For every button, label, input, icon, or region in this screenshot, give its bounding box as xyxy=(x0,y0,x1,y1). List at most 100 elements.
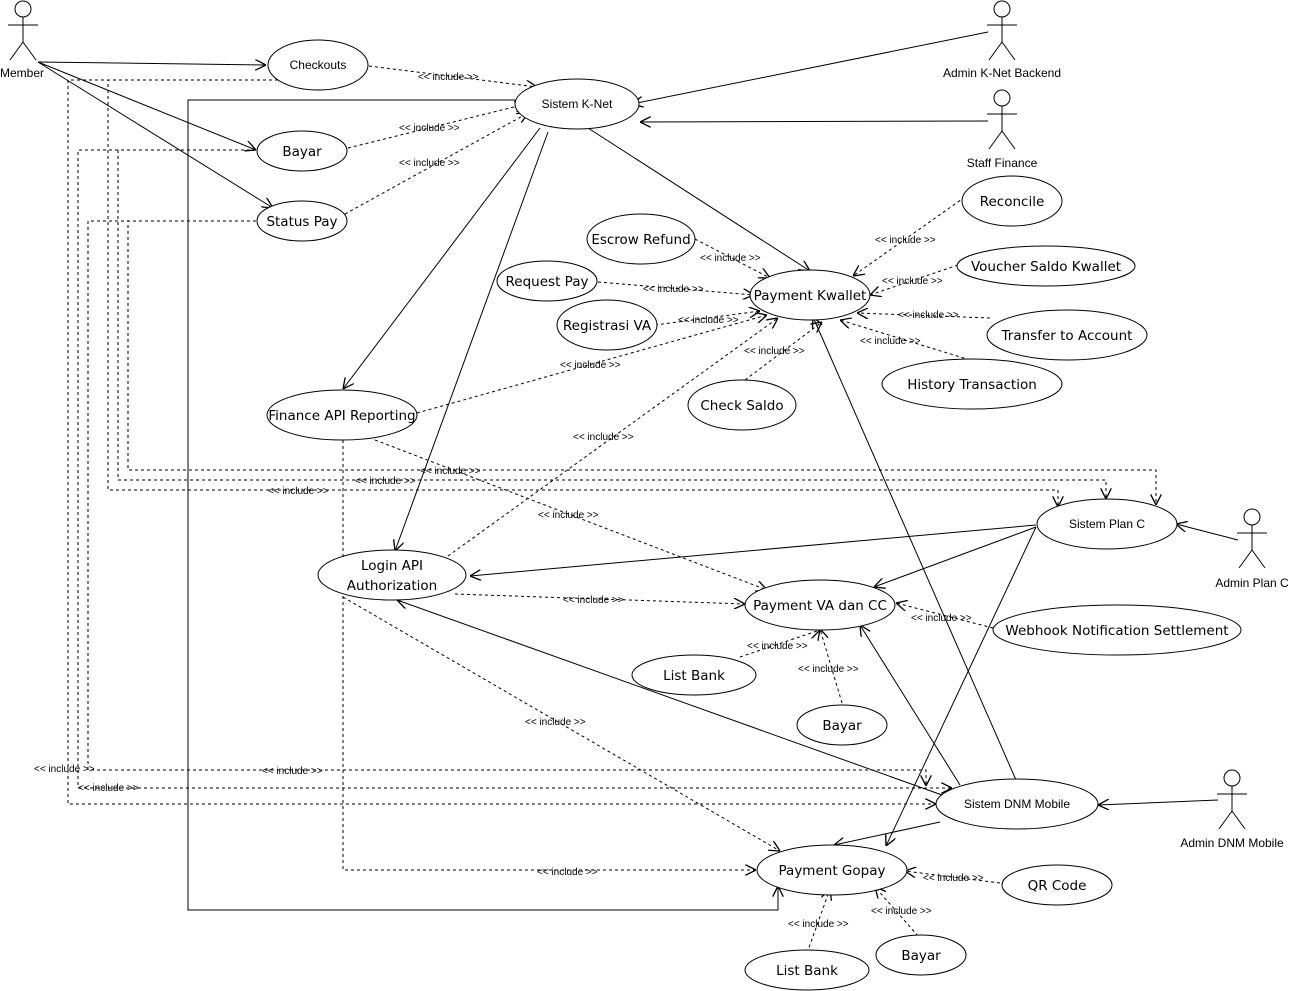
assoc-adminplanc-planc xyxy=(1176,524,1239,541)
usecase-status-pay[interactable]: Status Pay xyxy=(256,200,348,242)
inc-label: << include >> xyxy=(355,476,416,487)
inc-label: << include >> xyxy=(525,717,586,728)
inc-escrow-kwallet xyxy=(694,238,770,278)
actor-stick-figure-icon xyxy=(987,89,1017,150)
inc-label: << include >> xyxy=(747,641,808,652)
assoc-member-bayar xyxy=(37,61,256,150)
inc-label: << include >> xyxy=(898,310,959,321)
inc-label: << include >> xyxy=(262,766,323,777)
usecase-label: Request Pay xyxy=(506,274,589,290)
inc-label: << include >> xyxy=(399,123,460,134)
inc-label: << include >> xyxy=(538,510,599,521)
inc-label: << include >> xyxy=(78,783,139,794)
usecase-voucher-saldo-kwallet[interactable]: Voucher Saldo Kwallet xyxy=(956,245,1136,287)
inc-bayar-dnm xyxy=(77,149,952,788)
actor-label: Admin Plan C xyxy=(1215,576,1289,590)
actor-stick-figure-icon xyxy=(987,0,1017,61)
inc-label: << include >> xyxy=(798,664,859,675)
inc-label: << include >> xyxy=(418,72,479,83)
usecase-reconcile[interactable]: Reconcile xyxy=(961,175,1063,227)
usecase-finance-api-reporting[interactable]: Finance API Reporting xyxy=(266,389,418,441)
usecase-transfer-to-account[interactable]: Transfer to Account xyxy=(986,309,1148,361)
usecase-list-bank-va[interactable]: List Bank xyxy=(631,654,757,696)
usecase-bayar[interactable]: Bayar xyxy=(256,130,348,172)
usecase-label: Bayar xyxy=(282,144,322,160)
actor-staff-finance[interactable]: Staff Finance xyxy=(967,89,1038,170)
assoc-adminknet-knet xyxy=(632,31,989,104)
system-knet[interactable]: Sistem K-Net xyxy=(514,78,640,130)
assoc-admindnm-dnm xyxy=(1098,800,1219,805)
inc-bayar-knet xyxy=(347,104,526,149)
include-relations xyxy=(67,65,1156,954)
inc-label: << include >> xyxy=(268,486,329,497)
usecase-label: Voucher Saldo Kwallet xyxy=(971,259,1121,275)
inc-label: << include >> xyxy=(875,235,936,246)
usecase-label: Escrow Refund xyxy=(591,232,690,248)
usecase-label: Bayar xyxy=(822,718,862,734)
usecase-registrasi-va[interactable]: Registrasi VA xyxy=(556,299,658,351)
inc-history-kwallet xyxy=(840,320,971,361)
actor-stick-figure-icon xyxy=(1237,508,1267,569)
system-label: Sistem Plan C xyxy=(1069,517,1145,531)
usecase-label: Bayar xyxy=(901,948,941,964)
actor-member[interactable]: Member xyxy=(0,0,44,80)
usecase-checkouts[interactable]: Checkouts xyxy=(267,39,369,91)
usecase-check-saldo[interactable]: Check Saldo xyxy=(687,379,797,431)
inc-label: << include >> xyxy=(923,873,984,884)
inc-checkouts-dnm xyxy=(67,79,936,804)
usecase-bayar-gopay[interactable]: Bayar xyxy=(875,934,967,976)
usecase-history-transaction[interactable]: History Transaction xyxy=(881,358,1063,410)
system-label: Sistem DNM Mobile xyxy=(964,797,1070,811)
assoc-finance-knet xyxy=(640,121,989,122)
assoc-dnm-login xyxy=(397,600,943,796)
actor-label: Admin K-Net Backend xyxy=(943,66,1061,80)
usecase-label: Payment VA dan CC xyxy=(753,598,887,614)
inc-label: << include >> xyxy=(643,284,704,295)
inc-checksaldo-kwallet xyxy=(744,322,822,381)
usecase-label: Webhook Notification Settlement xyxy=(1005,623,1228,639)
usecase-label: List Bank xyxy=(776,963,838,979)
inc-label: << include >> xyxy=(678,315,739,326)
actor-stick-figure-icon xyxy=(1217,769,1247,830)
usecase-label: History Transaction xyxy=(907,377,1037,393)
assoc-knet-login xyxy=(395,131,549,551)
actor-label: Member xyxy=(0,66,44,80)
usecase-bayar-va[interactable]: Bayar xyxy=(796,704,888,746)
assoc-planc-va xyxy=(874,526,1037,587)
assoc-knet-gopay xyxy=(187,99,778,911)
system-dnm-mobile[interactable]: Sistem DNM Mobile xyxy=(935,778,1099,830)
system-plan-c[interactable]: Sistem Plan C xyxy=(1036,498,1178,550)
actor-admin-dnm-mobile[interactable]: Admin DNM Mobile xyxy=(1180,769,1284,850)
inc-label: << include >> xyxy=(560,360,621,371)
actor-label: Staff Finance xyxy=(967,156,1038,170)
assoc-member-statuspay xyxy=(37,61,273,208)
inc-finance-kwallet xyxy=(416,315,767,414)
usecase-escrow-refund[interactable]: Escrow Refund xyxy=(586,213,696,265)
usecase-payment-gopay[interactable]: Payment Gopay xyxy=(756,844,908,896)
actor-stick-figure-icon xyxy=(8,0,38,61)
usecase-payment-va-cc[interactable]: Payment VA dan CC xyxy=(744,579,896,631)
inc-transfer-kwallet xyxy=(857,313,991,318)
usecase-qr-code[interactable]: QR Code xyxy=(1001,864,1113,906)
inc-webhook-va xyxy=(896,603,994,629)
inc-login-va xyxy=(454,593,745,604)
inc-label: << include >> xyxy=(860,336,921,347)
inc-bayar-va xyxy=(820,629,843,704)
inc-label: << include >> xyxy=(911,613,972,624)
usecase-label: Payment Kwallet xyxy=(754,288,867,304)
inc-label: << include >> xyxy=(399,158,460,169)
usecase-list-bank-gopay[interactable]: List Bank xyxy=(744,949,870,991)
usecase-label: Registrasi VA xyxy=(563,318,652,334)
actor-admin-plan-c[interactable]: Admin Plan C xyxy=(1215,508,1289,590)
usecase-login-api-authorization[interactable]: Login API Authorization xyxy=(317,549,467,601)
usecase-label-line1: Login API xyxy=(361,558,423,574)
usecase-payment-kwallet[interactable]: Payment Kwallet xyxy=(749,269,871,321)
inc-checkouts-knet xyxy=(368,65,537,87)
system-label: Sistem K-Net xyxy=(542,97,613,111)
usecase-webhook-notification-settlement[interactable]: Webhook Notification Settlement xyxy=(992,604,1242,656)
actor-admin-knet-backend[interactable]: Admin K-Net Backend xyxy=(943,0,1061,80)
usecase-request-pay[interactable]: Request Pay xyxy=(496,260,598,302)
usecase-label: QR Code xyxy=(1028,878,1087,894)
inc-statuspay-knet xyxy=(344,113,528,215)
